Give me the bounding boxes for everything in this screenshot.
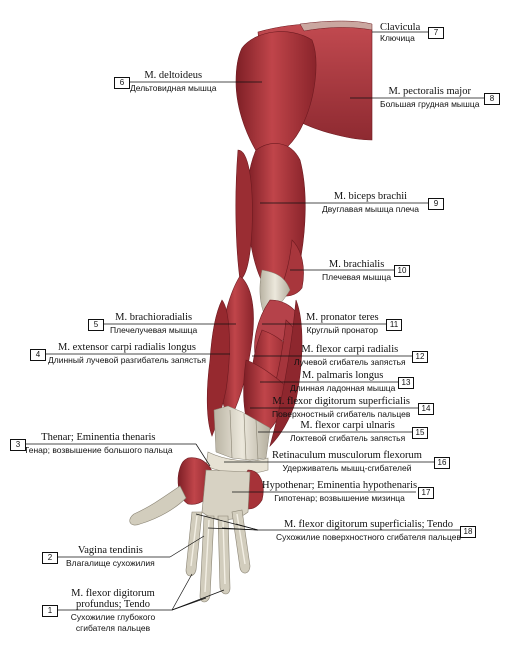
label-russian: Длинный лучевой разгибатель запястья: [48, 355, 207, 365]
callout-number: 2: [42, 552, 58, 564]
label-russian: Плечевая мышца: [322, 272, 392, 282]
label-latin: Retinaculum musculorum flexorum: [272, 450, 422, 461]
label-russian: Влагалище сухожилия: [66, 558, 155, 568]
label-palmaris-longus: M. palmaris longus Длинная ладонная мышц…: [290, 370, 395, 394]
label-flexor-carpi-radialis: M. flexor carpi radialis Лучевой сгибате…: [294, 344, 406, 368]
callout-number: 8: [484, 93, 500, 105]
label-latin: M. extensor carpi radialis longus: [58, 342, 196, 353]
extensor-carpi-radialis-muscle: [206, 299, 230, 437]
label-latin: M. biceps brachii: [333, 191, 408, 202]
label-russian: Ключица: [380, 33, 415, 43]
label-brachialis: M. brachialis Плечевая мышца: [322, 259, 391, 283]
label-russian: Удерживатель мышц-сгибателей: [282, 463, 412, 473]
label-flexor-carpi-ulnaris: M. flexor carpi ulnaris Локтевой сгибате…: [290, 420, 405, 444]
label-retinaculum: Retinaculum musculorum flexorum Удержива…: [272, 450, 422, 474]
label-fds-tendo: M. flexor digitorum superficialis; Tendo…: [276, 519, 461, 543]
label-pronator-teres: M. pronator teres Круглый пронатор: [306, 312, 379, 336]
callout-number: 12: [412, 351, 428, 363]
label-pectoralis-major: M. pectoralis major Большая грудная мышц…: [380, 86, 479, 110]
label-russian: Сухожилие глубокого сгибателя пальцев: [70, 612, 156, 633]
label-russian: Тенар; возвышение большого пальца: [24, 445, 173, 455]
deltoid-muscle: [235, 31, 317, 161]
callout-number: 5: [88, 319, 104, 331]
label-russian: Круглый пронатор: [306, 325, 379, 335]
label-latin: Thenar; Eminentia thenaris: [41, 432, 156, 443]
label-russian: Сухожилие поверхностного сгибателя пальц…: [276, 532, 461, 542]
thumb: [129, 485, 187, 526]
label-fdp-tendo: M. flexor digitorum profundus; Tendo Сух…: [58, 588, 168, 634]
callout-number: 13: [398, 377, 414, 389]
callout-number: 1: [42, 605, 58, 617]
label-latin: M. flexor digitorum profundus; Tendo: [71, 588, 155, 610]
label-latin: M. flexor digitorum superficialis; Tendo: [283, 519, 454, 530]
label-russian: Поверхностный сгибатель пальцев: [272, 409, 411, 419]
callout-number: 18: [460, 526, 476, 538]
palm: [201, 469, 251, 520]
label-extensor-carpi-radialis-longus: M. extensor carpi radialis longus Длинны…: [48, 342, 206, 366]
label-deltoideus: M. deltoideus Дельтовидная мышца: [130, 70, 216, 94]
label-hypothenar: Hypothenar; Eminentia hypothenaris Гипот…: [262, 480, 417, 504]
label-thenar: Thenar; Eminentia thenaris Тенар; возвыш…: [24, 432, 173, 456]
label-latin: M. palmaris longus: [302, 370, 384, 381]
label-russian: Длинная ладонная мышца: [290, 383, 396, 393]
label-russian: Большая грудная мышца: [380, 99, 480, 109]
label-vagina-tendinis: Vagina tendinis Влагалище сухожилия: [66, 545, 155, 569]
label-russian: Лучевой сгибатель запястья: [294, 357, 406, 367]
label-latin: M. flexor carpi ulnaris: [300, 420, 395, 431]
label-latin: M. deltoideus: [144, 70, 203, 81]
label-flexor-digitorum-superficialis: M. flexor digitorum superficialis Поверх…: [272, 396, 410, 420]
label-russian: Дельтовидная мышца: [130, 83, 217, 93]
label-latin: M. pectoralis major: [388, 86, 471, 97]
callout-number: 15: [412, 427, 428, 439]
label-russian: Гипотенар; возвышение мизинца: [274, 493, 405, 503]
callout-number: 16: [434, 457, 450, 469]
label-latin: M. flexor digitorum superficialis: [272, 396, 411, 407]
callout-number: 3: [10, 439, 26, 451]
flexor-retinaculum: [205, 451, 269, 474]
label-latin: Clavicula: [380, 22, 421, 33]
clavicle-bone: [299, 20, 373, 32]
triceps-edge: [235, 149, 253, 281]
callout-number: 9: [428, 198, 444, 210]
label-latin: M. brachialis: [328, 259, 385, 270]
label-biceps-brachii: M. biceps brachii Двуглавая мышца плеча: [322, 191, 419, 215]
label-russian: Двуглавая мышца плеча: [322, 204, 419, 214]
callout-number: 10: [394, 265, 410, 277]
label-latin: M. pronator teres: [306, 312, 379, 323]
label-clavicula: Clavicula Ключица: [380, 22, 420, 44]
forearm-tendons: [213, 405, 271, 461]
label-brachioradialis: M. brachioradialis Плечелучевая мышца: [110, 312, 197, 336]
callout-number: 7: [428, 27, 444, 39]
label-latin: Vagina tendinis: [77, 545, 143, 556]
callout-number: 14: [418, 403, 434, 415]
callout-number: 4: [30, 349, 46, 361]
label-russian: Локтевой сгибатель запястья: [290, 433, 406, 443]
callout-number: 11: [386, 319, 402, 331]
leader-lines: [14, 31, 486, 611]
label-latin: Hypothenar; Eminentia hypothenaris: [262, 480, 418, 491]
callout-number: 17: [418, 487, 434, 499]
callout-number: 6: [114, 77, 130, 89]
label-russian: Плечелучевая мышца: [110, 325, 198, 335]
label-latin: M. flexor carpi radialis: [301, 344, 399, 355]
label-latin: M. brachioradialis: [115, 312, 193, 323]
